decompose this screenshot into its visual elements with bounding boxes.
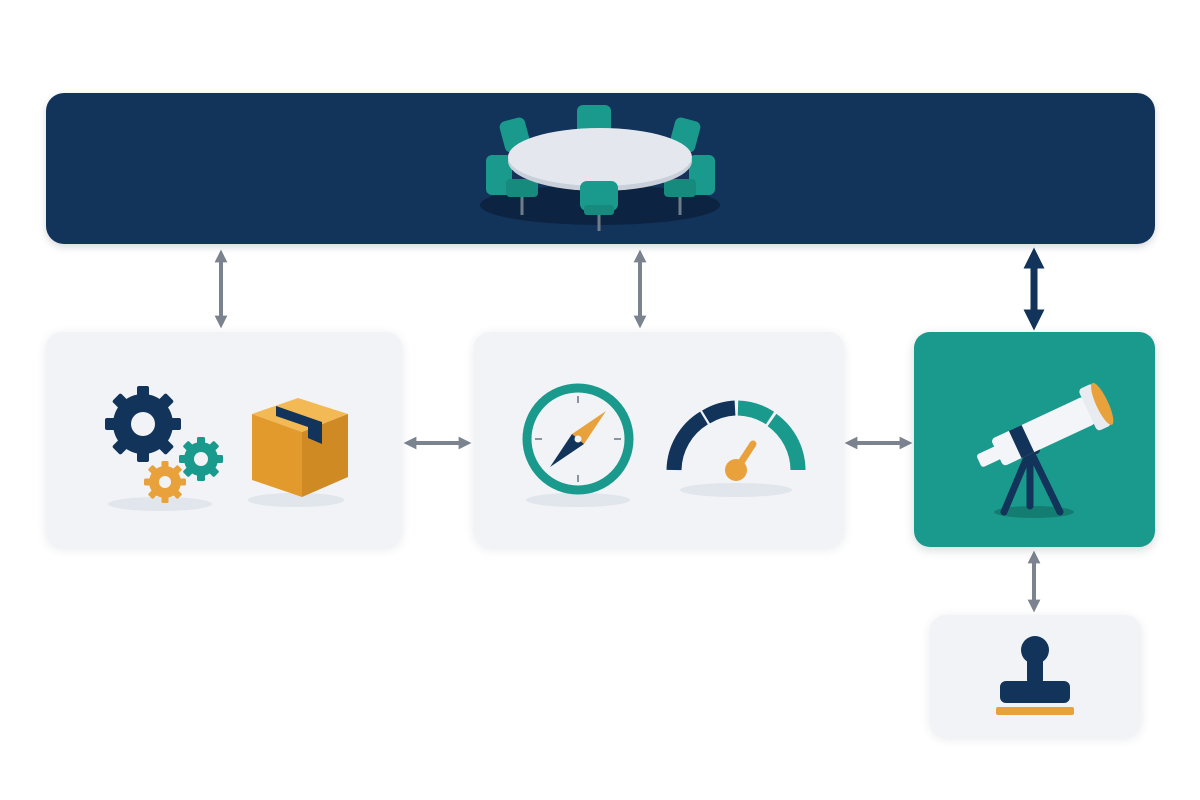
compass-icon <box>522 383 634 495</box>
vision-node[interactable] <box>914 332 1155 547</box>
leadership-table-node[interactable] <box>46 93 1155 244</box>
round-table-icon <box>480 105 720 231</box>
approval-node[interactable] <box>930 615 1141 737</box>
telescope-icon <box>976 382 1114 518</box>
operations-node[interactable] <box>46 332 402 547</box>
gauge-icon <box>666 400 806 481</box>
stamp-icon <box>996 636 1074 715</box>
box-icon <box>252 398 348 497</box>
gear-icon <box>105 386 223 503</box>
navigation-node[interactable] <box>474 332 844 547</box>
chair-icon <box>486 155 715 215</box>
chair-icon <box>580 181 618 231</box>
